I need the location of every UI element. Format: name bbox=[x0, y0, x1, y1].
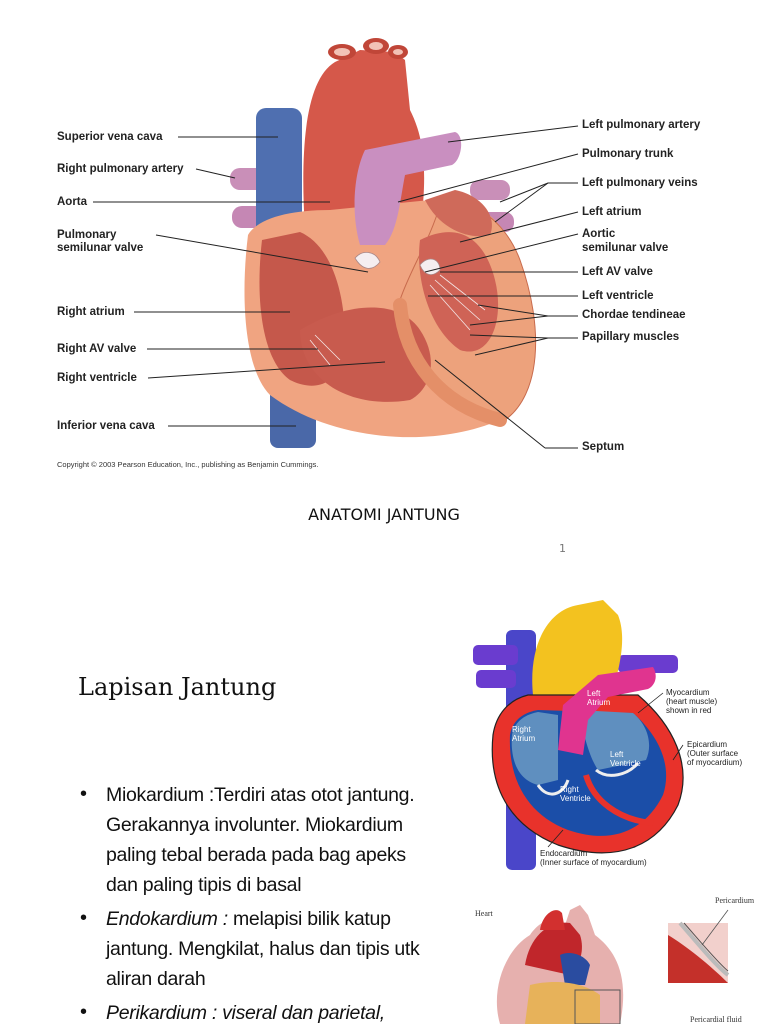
label-aorta: Aorta bbox=[57, 196, 88, 208]
label-left-ventricle: Left ventricle bbox=[582, 290, 654, 302]
bullet-2-line-1: Endokardium : melapisi bilik katup bbox=[106, 904, 391, 934]
slide-title: Lapisan Jantung bbox=[78, 673, 277, 701]
label-heart: Heart bbox=[475, 909, 493, 918]
label-aortic-semilunar-2: semilunar valve bbox=[582, 242, 669, 254]
heart-anatomy-illustration bbox=[93, 38, 579, 449]
label-pulmonary-semilunar-2: semilunar valve bbox=[57, 242, 144, 254]
slide-anatomi-jantung: Superior vena cava Right pulmonary arter… bbox=[57, 38, 701, 555]
label-epicardium: Epicardium (Outer surface of myocardium) bbox=[687, 740, 743, 767]
label-left-av-valve: Left AV valve bbox=[582, 266, 653, 278]
label-right-ventricle: Right ventricle bbox=[57, 372, 137, 384]
bullet-1-line-3: paling tebal berada pada bag apeks bbox=[106, 844, 406, 866]
label-pericardium: Pericardium bbox=[715, 896, 755, 905]
copyright-text: Copyright © 2003 Pearson Education, Inc.… bbox=[57, 460, 319, 469]
label-superior-vena-cava: Superior vena cava bbox=[57, 131, 163, 143]
label-pericardial-fluid: Pericardial fluid bbox=[690, 1015, 742, 1024]
label-right-atrium: Right atrium bbox=[57, 306, 125, 318]
label-left-pulmonary-veins: Left pulmonary veins bbox=[582, 177, 698, 189]
label-right-av-valve: Right AV valve bbox=[57, 343, 137, 355]
label-left-atrium: Left atrium bbox=[582, 206, 642, 218]
bullet-marker: • bbox=[80, 1001, 88, 1023]
bullet-1-line-1: Miokardium :Terdiri atas otot jantung. bbox=[106, 784, 415, 806]
label-endocardium: Endocardium (Inner surface of myocardium… bbox=[540, 849, 647, 867]
label-left-ventricle-2: Left Ventricle bbox=[610, 750, 641, 768]
label-pulmonary-semilunar-1: Pulmonary bbox=[57, 229, 117, 241]
bullet-1-line-2: Gerakannya involunter. Miokardium bbox=[106, 814, 403, 836]
label-inferior-vena-cava: Inferior vena cava bbox=[57, 420, 155, 432]
pericardium-diagram bbox=[496, 905, 730, 1024]
slide-lapisan-jantung: Lapisan Jantung • Miokardium :Terdiri at… bbox=[0, 560, 768, 1024]
left-ventricle-chamber bbox=[419, 232, 499, 352]
label-pulmonary-trunk: Pulmonary trunk bbox=[582, 148, 674, 160]
bullet-marker: • bbox=[80, 783, 88, 805]
label-left-pulmonary-artery: Left pulmonary artery bbox=[582, 119, 701, 131]
bullet-3-line-1: Perikardium : viseral dan parietal, bbox=[106, 998, 385, 1028]
bullet-marker: • bbox=[80, 907, 88, 929]
page-number: 1 bbox=[559, 542, 566, 555]
label-septum: Septum bbox=[582, 441, 625, 453]
heart-layers-diagram bbox=[473, 600, 684, 870]
bullet-2-line-2: jantung. Mengkilat, halus dan tipis utk bbox=[106, 938, 420, 960]
label-myocardium: Myocardium (heart muscle) shown in red bbox=[666, 688, 718, 715]
pulmonary-trunk-shape bbox=[354, 132, 462, 245]
label-chordae-tendineae: Chordae tendineae bbox=[582, 309, 686, 321]
bullet-2-term: Endokardium : bbox=[106, 908, 233, 930]
label-right-atrium-2: Right Atrium bbox=[512, 725, 536, 743]
label-right-ventricle-2: Right Ventricle bbox=[560, 785, 591, 803]
label-papillary-muscles: Papillary muscles bbox=[582, 331, 680, 343]
slide-caption: ANATOMI JANTUNG bbox=[308, 505, 460, 524]
left-atrium-chamber bbox=[425, 190, 492, 237]
bullet-2-line-3: aliran darah bbox=[106, 968, 206, 990]
label-aortic-semilunar-1: Aortic bbox=[582, 228, 616, 240]
bullet-2-line-1-rest: melapisi bilik katup bbox=[232, 908, 391, 930]
label-left-atrium-2: Left Atrium bbox=[587, 689, 611, 707]
bullet-1-line-4: dan paling tipis di basal bbox=[106, 874, 302, 896]
label-right-pulmonary-artery: Right pulmonary artery bbox=[57, 163, 184, 175]
bullet-3-term: Perikardium : viseral dan parietal, bbox=[106, 1002, 385, 1024]
